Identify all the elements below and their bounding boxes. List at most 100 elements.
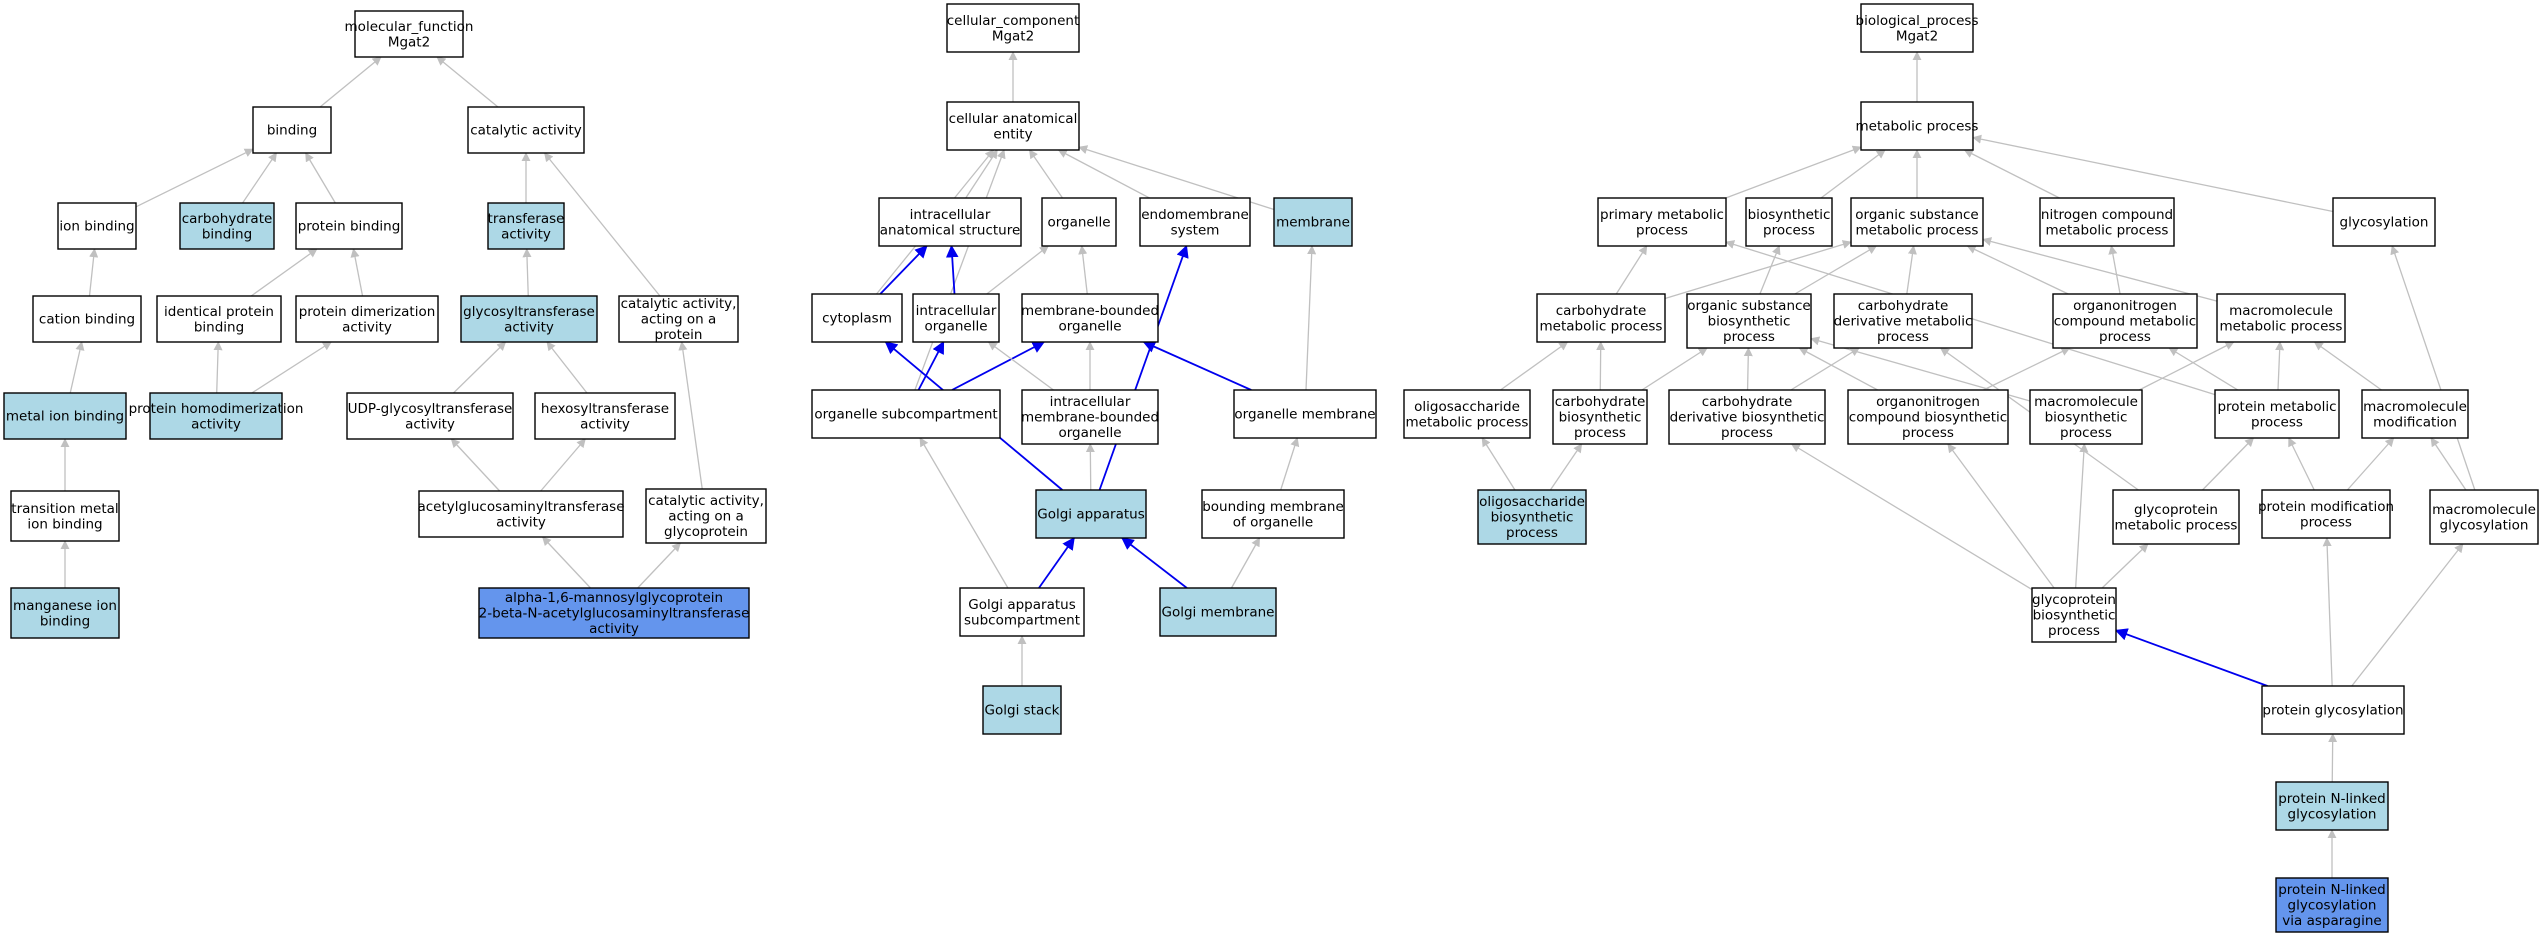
go-term-node-protein_binding[interactable]: protein binding: [295, 202, 403, 250]
go-term-node-catalytic[interactable]: catalytic activity: [467, 106, 585, 154]
node-label-line: compound biosynthetic: [1849, 410, 2007, 426]
go-term-node-cat_glycoprotein[interactable]: catalytic activity,acting on aglycoprote…: [645, 488, 767, 544]
go-term-node-glycosylation[interactable]: glycosylation: [2332, 197, 2436, 247]
node-box: [1668, 389, 1826, 445]
edge-udp_glyco-to-glycosyltransferase: [453, 341, 507, 394]
go-term-node-organelle[interactable]: organelle: [1041, 197, 1117, 247]
node-label-line: protein glycosylation: [2262, 703, 2403, 719]
go-term-node-ion_binding[interactable]: ion binding: [57, 202, 137, 250]
edge-biosynthetic-to-metabolic: [1820, 149, 1886, 199]
node-label-line: of organelle: [1233, 514, 1313, 530]
edge-organelle-to-cell_anat: [1028, 149, 1064, 199]
go-term-node-organelle_membrane[interactable]: organelle membrane: [1233, 389, 1377, 439]
go-term-node-membrane[interactable]: membrane: [1273, 197, 1353, 247]
edge-golgi_sub-to-golgi: [1038, 536, 1075, 589]
go-term-node-golgi[interactable]: Golgi apparatus: [1035, 489, 1147, 539]
edge-organonitrogen_met-to-org_sub_met: [1966, 245, 2069, 295]
node-label-line: organelle: [1058, 425, 1121, 441]
go-term-node-alpha16[interactable]: alpha-1,6-mannosylglycoprotein2-beta-N-a…: [478, 587, 750, 639]
node-label-line: derivative metabolic: [1834, 314, 1973, 330]
node-box: [346, 392, 514, 440]
go-term-node-metal_ion[interactable]: metal ion binding: [3, 392, 127, 440]
node-box: [32, 295, 142, 343]
edge-golgi_sub-to-organelle_sub: [919, 437, 1009, 589]
edge-endomembrane-to-cell_anat: [1057, 149, 1150, 199]
go-term-node-cation_binding[interactable]: cation binding: [32, 295, 142, 343]
node-label-line: process: [2060, 425, 2112, 441]
node-box: [1552, 389, 1648, 445]
go-term-node-golgi_membrane[interactable]: Golgi membrane: [1159, 587, 1277, 637]
go-term-node-metabolic[interactable]: metabolic process: [1856, 101, 1979, 151]
node-label-line: macromolecule: [2034, 394, 2138, 410]
go-term-node-golgi_stack[interactable]: Golgi stack: [982, 685, 1062, 735]
go-term-node-binding[interactable]: binding: [252, 106, 332, 154]
node-box: [2214, 389, 2340, 439]
node-label-line: process: [2300, 514, 2352, 530]
node-box: [959, 587, 1085, 637]
go-term-node-organelle_sub[interactable]: organelle subcompartment: [811, 389, 1001, 439]
node-box: [354, 10, 464, 58]
node-box: [1403, 389, 1531, 439]
node-box: [149, 392, 283, 440]
go-term-node-protein_glyco[interactable]: protein glycosylation: [2261, 685, 2405, 735]
node-label-line: biosynthetic: [2033, 608, 2116, 624]
node-label-line: nitrogen compound: [2041, 207, 2173, 223]
node-label-line: carbohydrate: [1702, 394, 1793, 410]
node-label-line: compound metabolic: [2054, 314, 2196, 330]
node-box: [946, 101, 1080, 151]
node-label-line: process: [2048, 623, 2100, 639]
node-label-line: oligosaccharide: [1414, 399, 1520, 415]
edge-metal_ion-to-cation_binding: [69, 341, 85, 394]
edge-golgi_membrane-to-golgi: [1121, 537, 1188, 589]
go-term-node-cytoplasm[interactable]: cytoplasm: [811, 293, 903, 343]
node-label-line: identical protein: [164, 304, 274, 320]
node-label-line: carbohydrate: [1555, 394, 1646, 410]
